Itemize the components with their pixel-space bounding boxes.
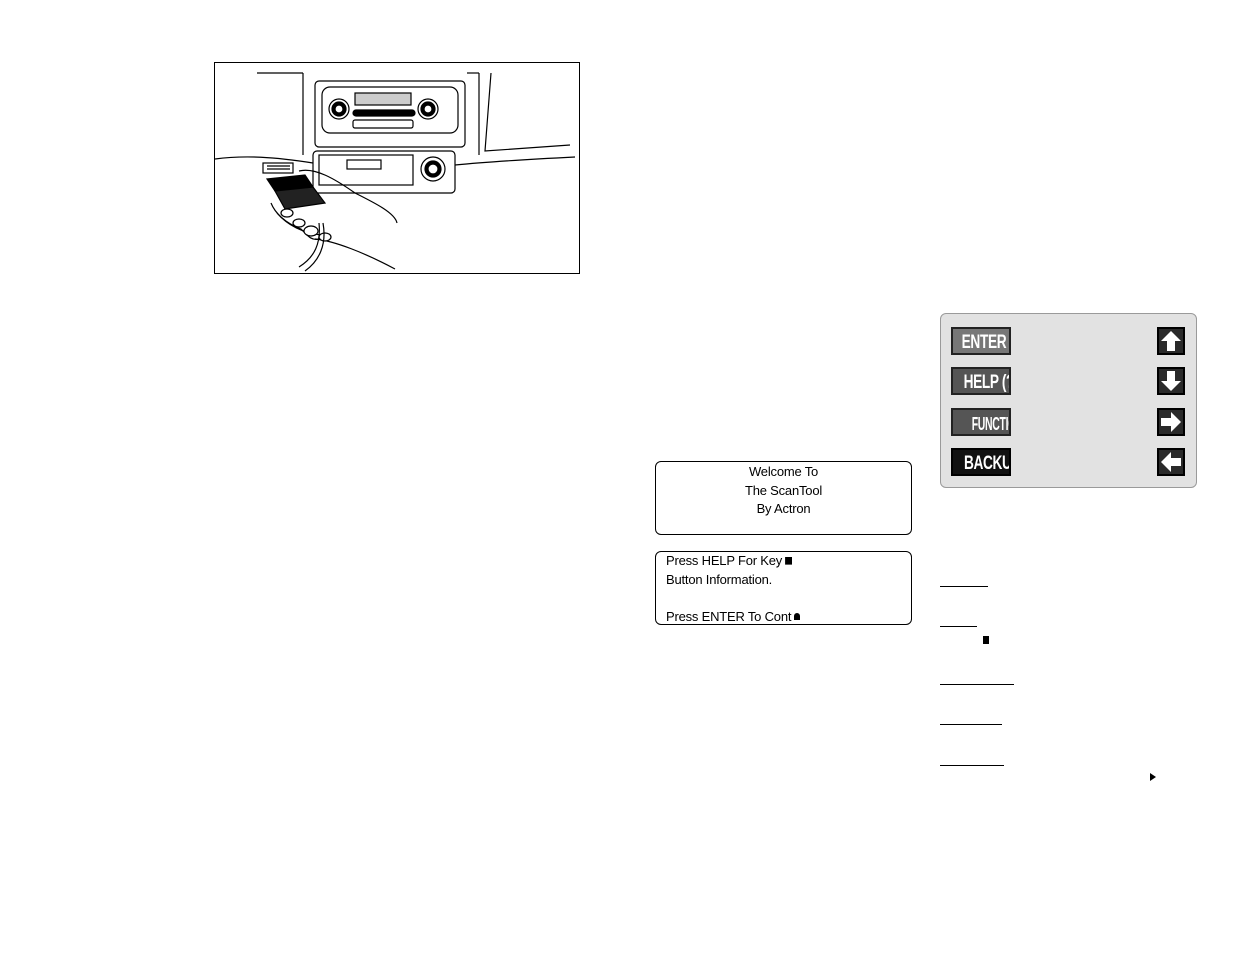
down-arrow-key[interactable] (1157, 367, 1185, 395)
arrow-up-icon (1161, 331, 1181, 351)
help-line-1: Press HELP For Key (666, 552, 911, 571)
heading-rule-5 (940, 765, 1004, 766)
help-line-4-text: Press ENTER To Cont (666, 608, 792, 624)
heading-rule-1 (940, 586, 988, 587)
function-key-label: FUNCTION (971, 414, 1009, 434)
welcome-line-1: Welcome To (748, 464, 819, 479)
welcome-line-3: By Actron (756, 501, 811, 516)
help-prompt-screen: Press HELP For Key Button Information. P… (655, 551, 912, 625)
welcome-screen: Welcome To The ScanTool By Actron (655, 461, 912, 535)
enter-key[interactable]: ENTER (951, 327, 1011, 355)
connector-illustration (214, 62, 580, 274)
backup-key-label: BACKUP (963, 453, 1011, 474)
enter-key-icon (794, 612, 801, 620)
up-arrow-key[interactable] (1157, 327, 1185, 355)
arrow-left-icon (1161, 452, 1181, 472)
backup-key[interactable]: BACKUP (951, 448, 1011, 476)
continue-arrow-icon (1150, 773, 1156, 781)
function-key[interactable]: FUNCTION (951, 408, 1011, 436)
keypad-panel: ENTER HELP (?) FUNCTION BACKUP (940, 313, 1197, 488)
right-arrow-key[interactable] (1157, 408, 1185, 436)
heading-rule-4 (940, 724, 1002, 725)
arrow-right-icon (1161, 412, 1181, 432)
help-key-icon (983, 636, 989, 644)
help-key-label: HELP (?) (963, 372, 1009, 393)
heading-rule-2 (940, 626, 977, 627)
left-arrow-key[interactable] (1157, 448, 1185, 476)
help-line-3 (666, 589, 911, 608)
arrow-down-icon (1161, 371, 1181, 391)
help-line-2: Button Information. (666, 571, 773, 587)
dashboard-connector-drawing (215, 72, 576, 272)
welcome-line-2: The ScanTool (744, 482, 823, 498)
heading-rule-3 (940, 684, 1014, 685)
enter-key-label: ENTER (961, 332, 1007, 353)
help-key[interactable]: HELP (?) (951, 367, 1011, 395)
help-key-icon (785, 556, 793, 565)
help-line-4: Press ENTER To Cont (666, 608, 911, 627)
help-line-1-text: Press HELP For Key (666, 553, 783, 568)
